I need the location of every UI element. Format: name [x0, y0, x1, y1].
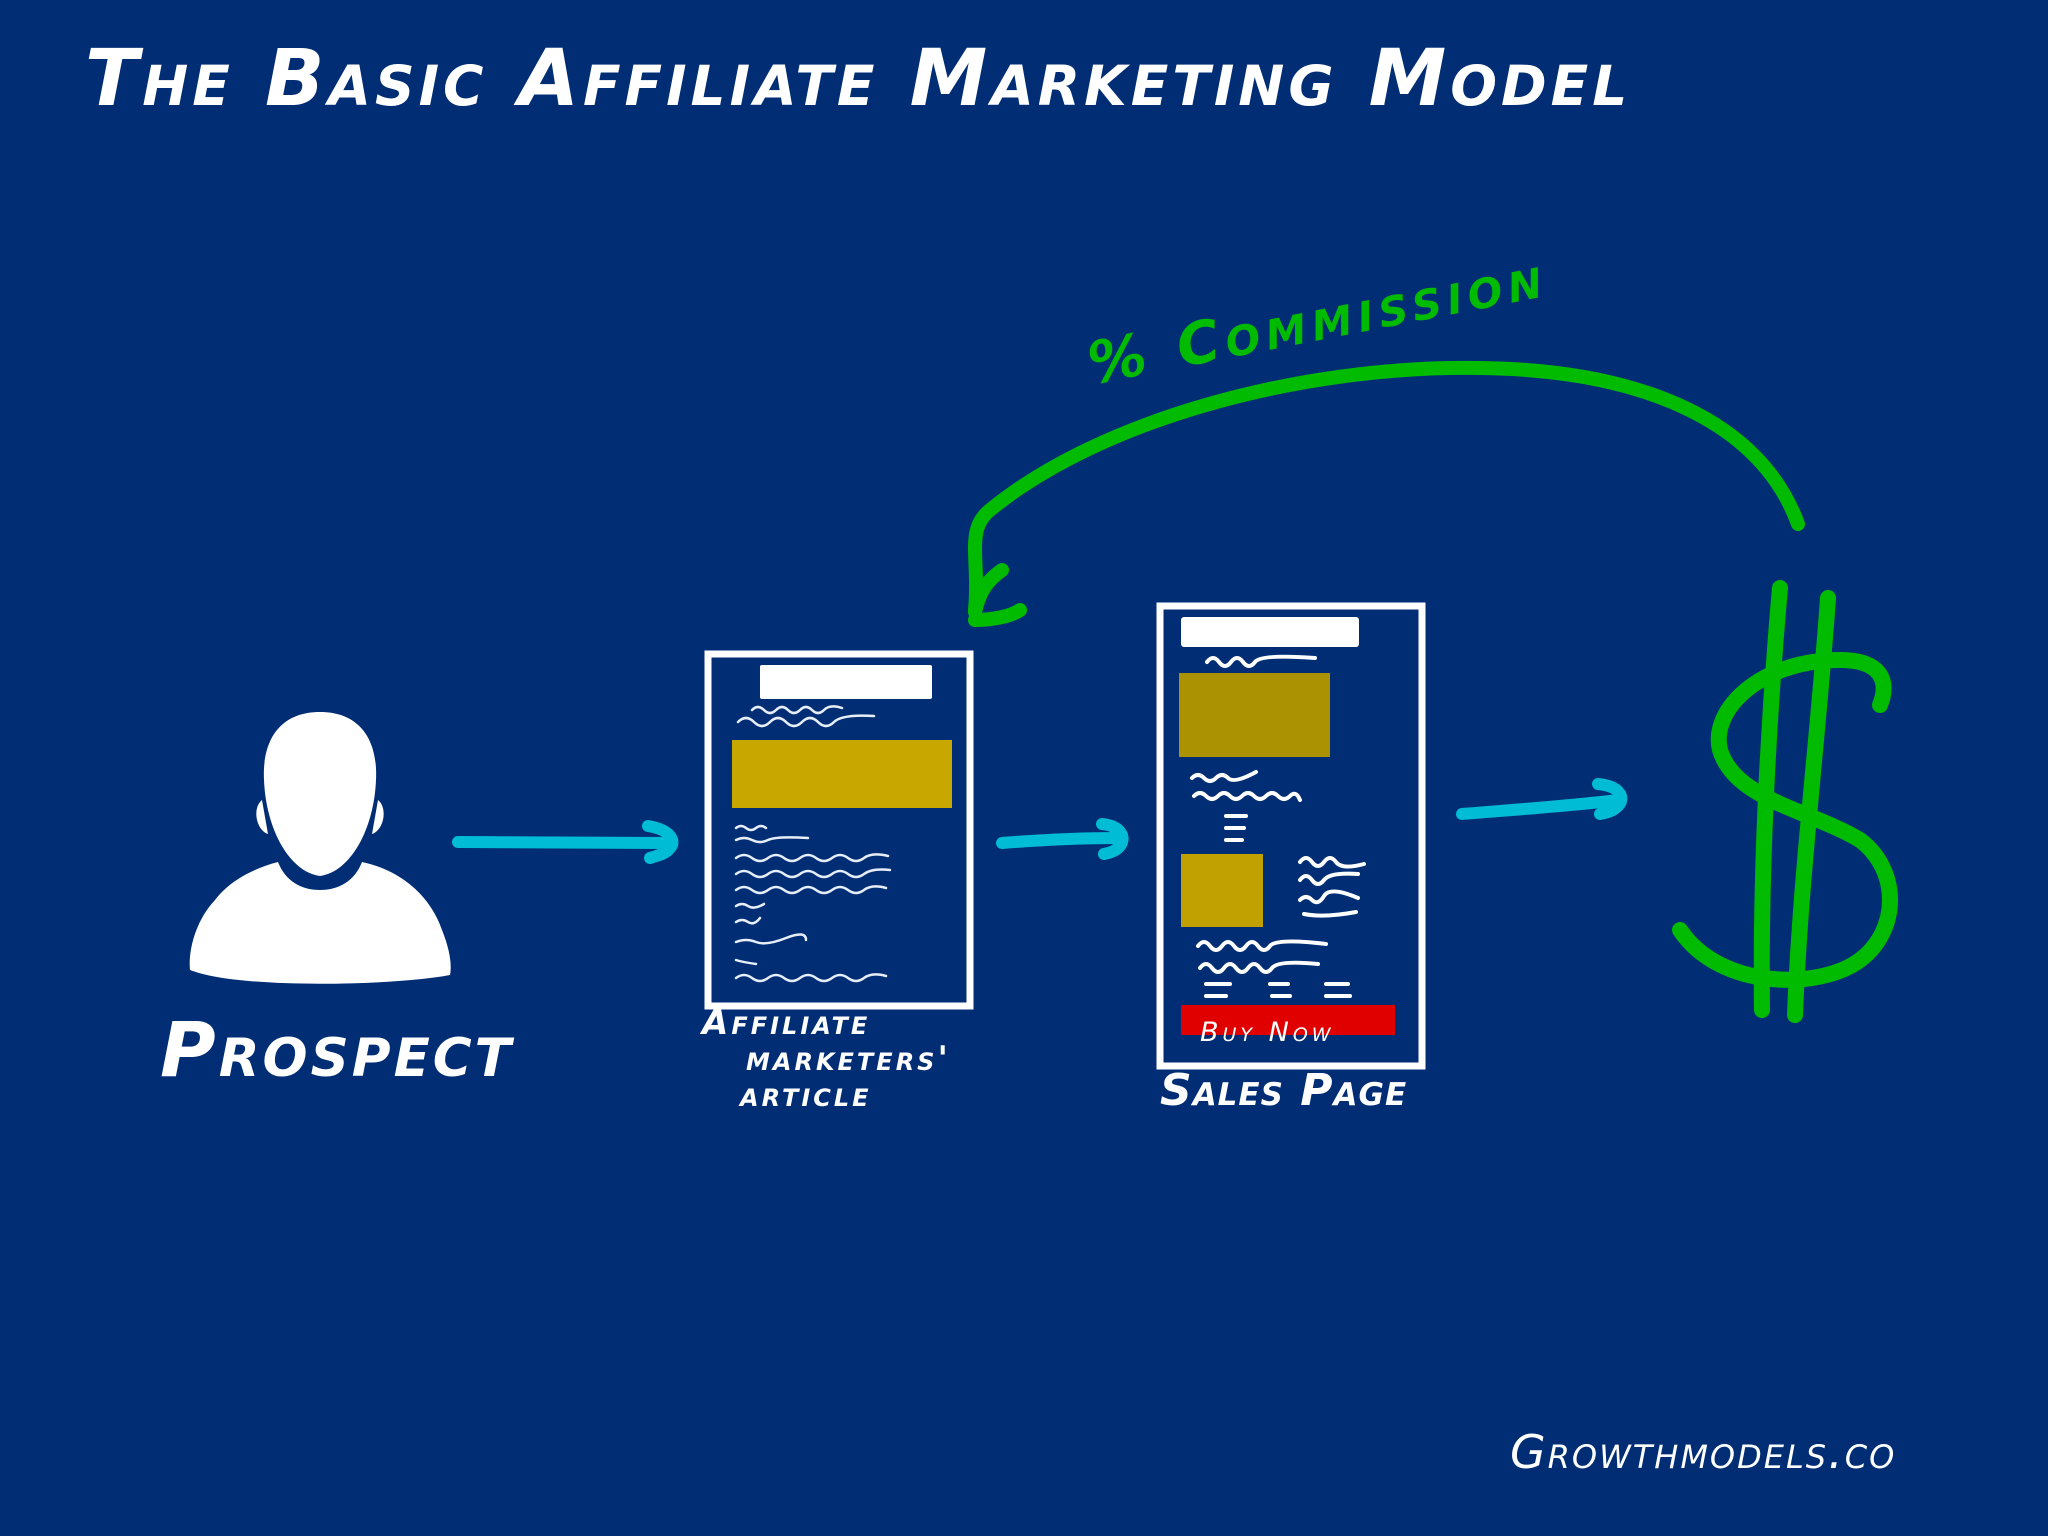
dollar-icon: [1672, 580, 1898, 1023]
flow-arrow-2: [996, 818, 1129, 860]
sales-page-icon: [1156, 602, 1426, 1070]
diagram-title: The Basic Affiliate Marketing Model: [85, 34, 1632, 124]
affiliate-article-label: Affiliate marketers' article: [702, 1005, 951, 1113]
flow-arrow-1: [452, 820, 679, 864]
person-icon: [189, 712, 451, 984]
article-label-line2: marketers': [746, 1039, 951, 1079]
affiliate-article-icon: [704, 650, 974, 1010]
article-label-line1: Affiliate: [702, 1003, 871, 1043]
commission-arrow: [968, 360, 1805, 627]
prospect-label: Prospect: [160, 1005, 514, 1094]
sales-page-label: Sales Page: [1160, 1065, 1408, 1116]
flow-arrow-3: [1456, 778, 1628, 820]
credit-text: Growthmodels.co: [1510, 1425, 1897, 1479]
article-label-line3: article: [740, 1075, 872, 1115]
buy-now-button: Buy Now: [1200, 1017, 1335, 1048]
